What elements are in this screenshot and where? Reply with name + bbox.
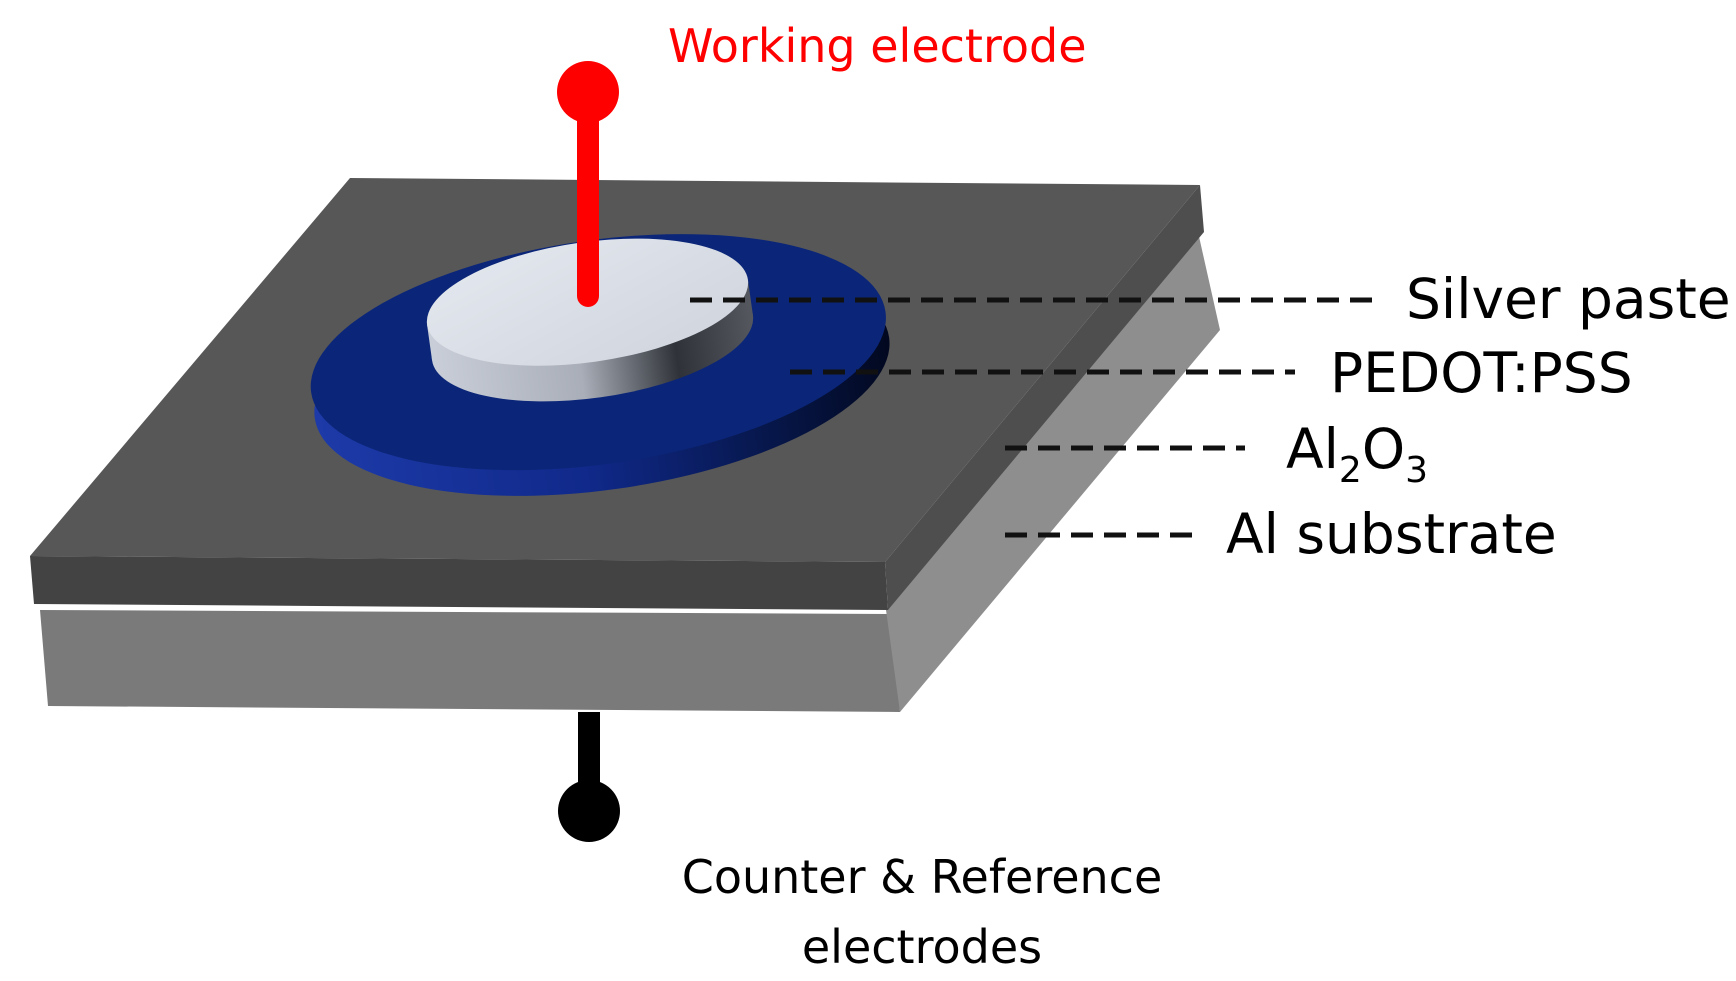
al2o3-label-sub2: 3: [1405, 450, 1428, 491]
silver-paste-label: Silver paste: [1406, 267, 1731, 331]
counter-electrode-pin: [558, 712, 620, 842]
al-substrate-right-face: [886, 232, 1220, 712]
working-electrode-head: [557, 61, 619, 123]
working-electrode-pin: [557, 61, 619, 307]
counter-electrode-head: [558, 780, 620, 842]
working-electrode-label: Working electrode: [668, 19, 1087, 73]
al-substrate-front-face: [40, 610, 900, 712]
al-substrate-label: Al substrate: [1226, 502, 1557, 566]
counter-reference-label-line2: electrodes: [802, 920, 1042, 974]
al2o3-label-sub1: 2: [1339, 450, 1362, 491]
al2o3-front-face: [30, 556, 888, 610]
leader-lines: [690, 297, 1372, 538]
al2o3-layer: [30, 178, 1204, 610]
al2o3-right-face: [885, 185, 1204, 610]
al2o3-label: Al2O3: [1286, 417, 1428, 491]
pedot-pss-label: PEDOT:PSS: [1330, 341, 1633, 405]
al-substrate-layer: [40, 232, 1220, 712]
counter-reference-label-line1: Counter & Reference: [682, 850, 1163, 904]
al2o3-label-al: Al: [1286, 417, 1339, 481]
al2o3-label-o: O: [1362, 417, 1405, 481]
